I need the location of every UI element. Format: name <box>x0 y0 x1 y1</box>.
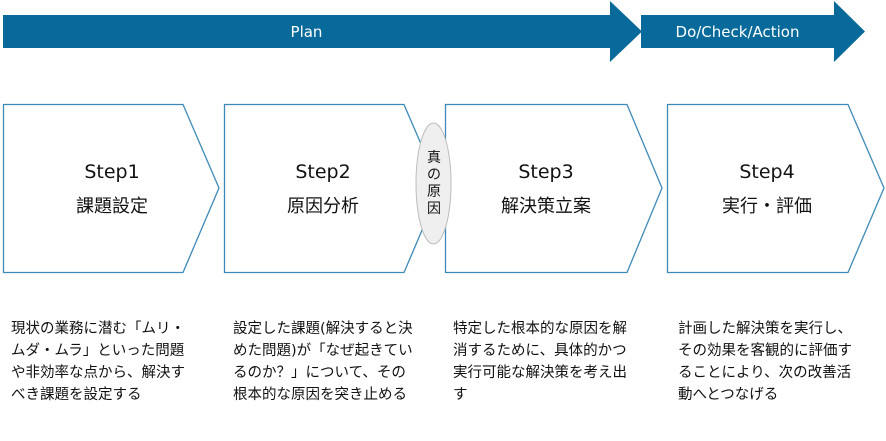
step-4-label: Step4 実行・評価 <box>677 160 857 219</box>
root-cause-label: 真の原因 <box>427 150 441 217</box>
step-2-description: 設定した課題(解決すると決めた問題)が「なぜ起きているのか？」について、その根本… <box>233 321 413 403</box>
do-check-action-phase-label: Do/Check/Action <box>675 23 800 41</box>
plan-phase-arrow <box>3 1 642 62</box>
step-4-chevron <box>666 103 885 274</box>
step-1-description: 現状の業務に潜む「ムリ・ムダ・ムラ」といった問題や非効率な点から、解決すべき課題… <box>11 321 185 403</box>
step-3-description: 特定した根本的な原因を解消するために、具体的かつ実行可能な解決策を考え出す <box>453 321 627 403</box>
plan-phase-label: Plan <box>290 23 323 41</box>
step-1-title: Step1 <box>84 161 140 183</box>
step-4-title: Step4 <box>739 161 795 183</box>
step-2-label: Step2 原因分析 <box>233 160 413 219</box>
step-3-name: 解決策立案 <box>501 196 591 217</box>
step-1-label: Step1 課題設定 <box>22 160 202 219</box>
step-3-chevron <box>444 103 663 274</box>
step-4-name: 実行・評価 <box>722 196 812 217</box>
step-4-description: 計画した解決策を実行し、その効果を客観的に評価することにより、次の改善活動へとつ… <box>678 321 852 403</box>
step-2-title: Step2 <box>295 161 351 183</box>
step-1-chevron <box>2 103 220 274</box>
do-check-action-phase-arrow <box>641 1 865 62</box>
step-3-title: Step3 <box>518 161 574 183</box>
step-1-name: 課題設定 <box>76 196 148 217</box>
step-3-label: Step3 解決策立案 <box>456 160 636 219</box>
root-cause-ellipse <box>415 122 452 245</box>
step-2-name: 原因分析 <box>287 196 359 217</box>
